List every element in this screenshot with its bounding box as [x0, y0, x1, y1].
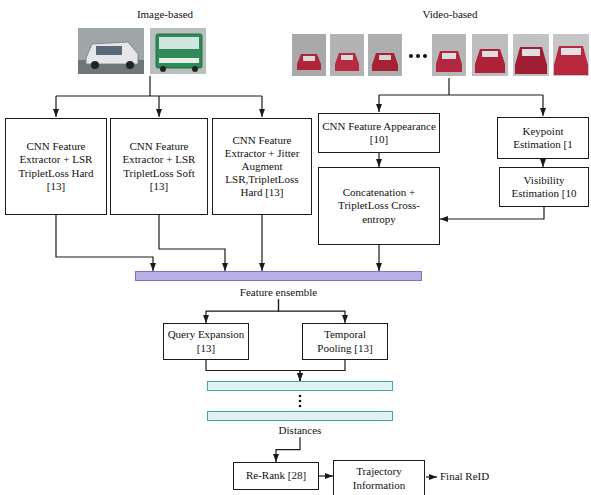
flow-arrow — [261, 215, 262, 271]
section-label: Video-based — [423, 8, 478, 21]
node-text: Visibility Estimation [10 — [503, 174, 585, 200]
distance-band: Distances — [207, 381, 393, 437]
section-label: Image-based — [137, 8, 193, 21]
process-box: Keypoint Estimation [1 — [497, 117, 589, 159]
flow-arrow — [206, 299, 279, 323]
flow-arrow — [206, 360, 300, 381]
process-box: CNN Feature Appearance [10] — [318, 113, 440, 153]
process-box: Concatenation + TripletLoss Cross-entrop… — [318, 167, 440, 245]
output-label: Final ReID — [440, 470, 489, 483]
ensemble-band: Feature ensemble — [135, 271, 422, 299]
process-box: CNN Feature Extractor + LSR TripletLoss … — [110, 118, 208, 215]
node-text: Trajectory Information — [337, 465, 421, 491]
ellipsis-dots — [207, 391, 393, 411]
flow-arrow — [440, 207, 544, 219]
distance-bar — [207, 411, 393, 421]
process-box: CNN Feature Extractor + LSR TripletLoss … — [5, 118, 107, 215]
dot — [299, 405, 302, 408]
process-box: Trajectory Information — [333, 460, 425, 495]
flow-arrow — [378, 153, 379, 167]
flow-arrow — [319, 475, 333, 476]
flow-arrow — [56, 215, 153, 271]
process-box: CNN Feature Extractor + Jitter Augment L… — [212, 118, 312, 215]
flow-arrow — [300, 360, 345, 381]
flow-arrow — [542, 159, 543, 167]
node-text: Temporal Pooling [13] — [306, 328, 384, 354]
dot — [299, 395, 302, 398]
car-photo — [78, 28, 144, 74]
node-text: CNN Feature Appearance [10] — [322, 120, 436, 146]
process-box: Visibility Estimation [10 — [499, 167, 589, 207]
node-text: CNN Feature Extractor + LSR TripletLoss … — [9, 140, 103, 193]
flow-arrow — [159, 215, 225, 271]
process-box: Query Expansion [13] — [163, 323, 249, 360]
node-text: Feature ensemble — [135, 286, 422, 299]
node-text: Concatenation + TripletLoss Cross-entrop… — [322, 186, 436, 226]
node-text: CNN Feature Extractor + LSR TripletLoss … — [114, 140, 204, 193]
input-wires — [56, 76, 543, 477]
process-box: Temporal Pooling [13] — [302, 323, 388, 360]
dot — [299, 400, 302, 403]
node-text: CNN Feature Extractor + Jitter Augment L… — [216, 134, 308, 200]
node-text: Re-Rank [28] — [246, 469, 306, 482]
node-text: Query Expansion [13] — [167, 328, 245, 354]
process-box: Re-Rank [28] — [233, 462, 319, 490]
flow-arrow — [276, 437, 300, 462]
video-frames — [292, 34, 589, 76]
bus-photo — [150, 28, 206, 74]
flow-arrow — [279, 299, 346, 323]
node-text: Distances — [207, 424, 393, 437]
node-text: Keypoint Estimation [1 — [501, 125, 585, 151]
distance-bar — [207, 381, 393, 391]
ensemble-bar — [135, 271, 422, 281]
flow-arrow — [378, 245, 379, 271]
